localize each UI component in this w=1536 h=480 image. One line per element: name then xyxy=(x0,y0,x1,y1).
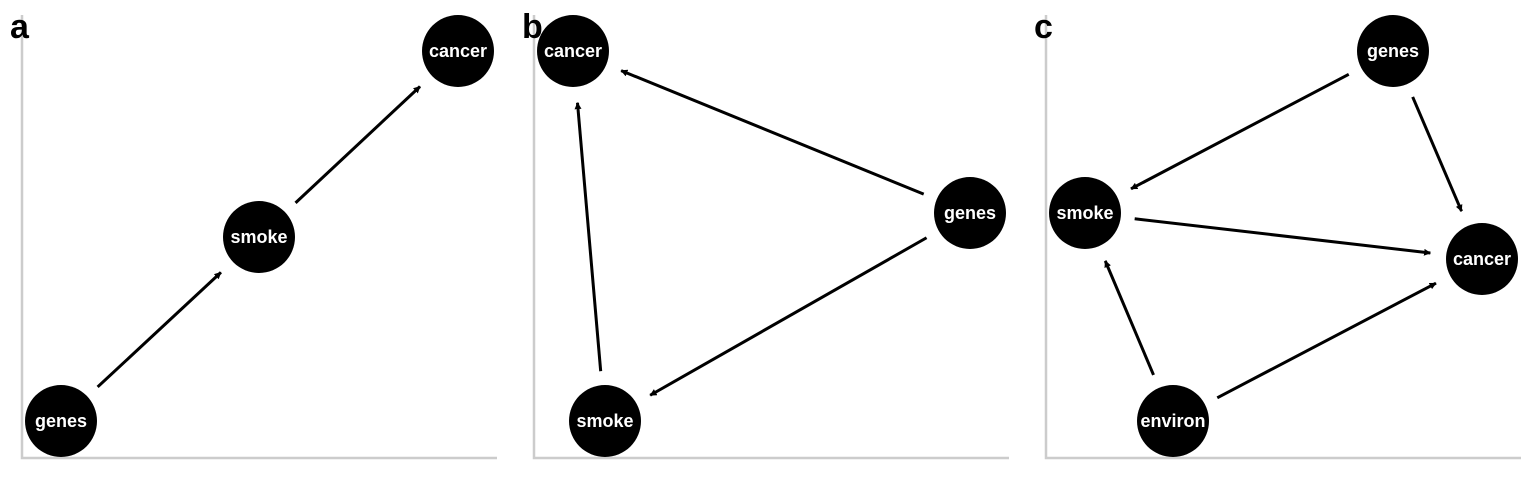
edge-genes-to-cancer xyxy=(1411,96,1463,212)
panel-a: a genes smoke cancer xyxy=(10,8,497,460)
node-label: smoke xyxy=(1056,203,1113,223)
edges xyxy=(96,85,422,389)
node-label: genes xyxy=(1367,41,1419,61)
node-label: cancer xyxy=(429,41,487,61)
node-smoke: smoke xyxy=(223,201,295,273)
node-cancer: cancer xyxy=(537,15,609,87)
edge-genes-to-cancer xyxy=(620,69,925,196)
node-circle xyxy=(537,15,609,87)
node-cancer: cancer xyxy=(422,15,494,87)
node-genes: genes xyxy=(1357,15,1429,87)
panel-c: c genes smoke cancer environ xyxy=(1034,8,1521,460)
panel-label: c xyxy=(1034,8,1053,46)
panel-b: b cancer genes smoke xyxy=(522,8,1009,460)
node-circle xyxy=(422,15,494,87)
edge-genes-to-smoke xyxy=(649,236,928,397)
edge-environ-to-smoke xyxy=(1103,260,1155,376)
node-environ: environ xyxy=(1137,385,1209,457)
node-label: smoke xyxy=(576,411,633,431)
edges xyxy=(574,69,928,397)
node-circle xyxy=(934,177,1006,249)
node-smoke: smoke xyxy=(1049,177,1121,249)
node-circle xyxy=(1049,177,1121,249)
node-circle xyxy=(1446,223,1518,295)
panel-label: a xyxy=(10,8,30,46)
node-label: environ xyxy=(1140,411,1205,431)
edge-genes-to-smoke xyxy=(96,271,222,389)
edge-environ-to-cancer xyxy=(1216,281,1437,400)
axis-lines xyxy=(20,15,497,460)
edge-genes-to-smoke xyxy=(1130,72,1350,191)
node-label: cancer xyxy=(544,41,602,61)
node-circle xyxy=(223,201,295,273)
node-label: cancer xyxy=(1453,249,1511,269)
node-genes: genes xyxy=(934,177,1006,249)
node-cancer: cancer xyxy=(1446,223,1518,295)
node-circle xyxy=(1137,385,1209,457)
edges xyxy=(1103,72,1463,400)
node-genes: genes xyxy=(25,385,97,457)
node-label: genes xyxy=(944,203,996,223)
axis-lines xyxy=(532,15,1009,460)
edge-smoke-to-cancer xyxy=(574,102,603,372)
axis-lines xyxy=(1044,15,1521,460)
node-circle xyxy=(1357,15,1429,87)
node-label: smoke xyxy=(230,227,287,247)
nodes: genes smoke cancer environ xyxy=(1049,15,1518,457)
node-circle xyxy=(25,385,97,457)
panel-label: b xyxy=(522,8,543,46)
nodes: cancer genes smoke xyxy=(537,15,1006,457)
nodes: genes smoke cancer xyxy=(25,15,494,457)
node-smoke: smoke xyxy=(569,385,641,457)
node-circle xyxy=(569,385,641,457)
edge-smoke-to-cancer xyxy=(1134,217,1432,256)
edge-smoke-to-cancer xyxy=(294,85,422,204)
node-label: genes xyxy=(35,411,87,431)
